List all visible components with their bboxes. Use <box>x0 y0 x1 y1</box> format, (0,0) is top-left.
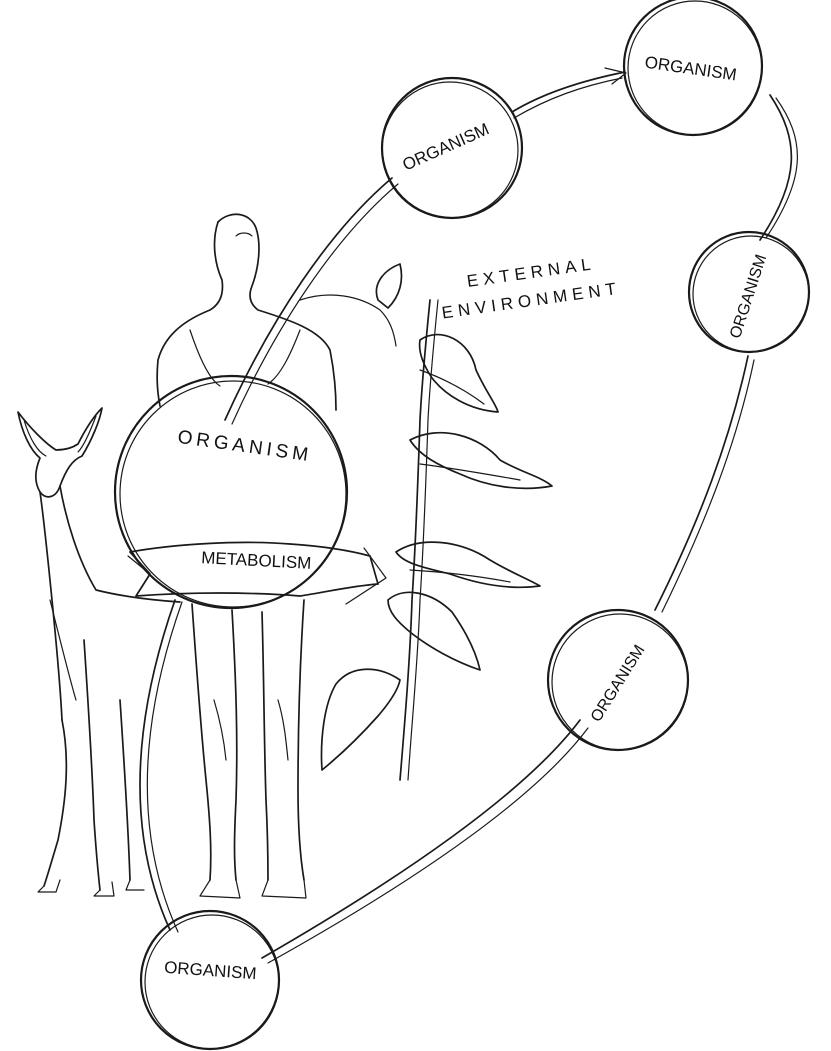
central-organism <box>115 376 386 608</box>
deer-figure <box>18 408 180 896</box>
organism-label-right: ORGANISM <box>727 253 770 341</box>
outer-organisms <box>141 0 809 1049</box>
organism-label-top-right: ORGANISM <box>644 53 738 85</box>
organism-label-top-left: ORGANISM <box>400 119 492 174</box>
labels: ORGANISM ORGANISM ORGANISM ORGANISM ORGA… <box>164 53 771 984</box>
organism-label-lower-right: ORGANISM <box>588 642 649 725</box>
cycle-path <box>140 68 797 963</box>
organism-label-center: ORGANISM <box>176 427 313 467</box>
organism-label-bottom: ORGANISM <box>164 958 258 983</box>
metabolism-label: METABOLISM <box>201 548 312 573</box>
plant-figure <box>300 264 552 780</box>
